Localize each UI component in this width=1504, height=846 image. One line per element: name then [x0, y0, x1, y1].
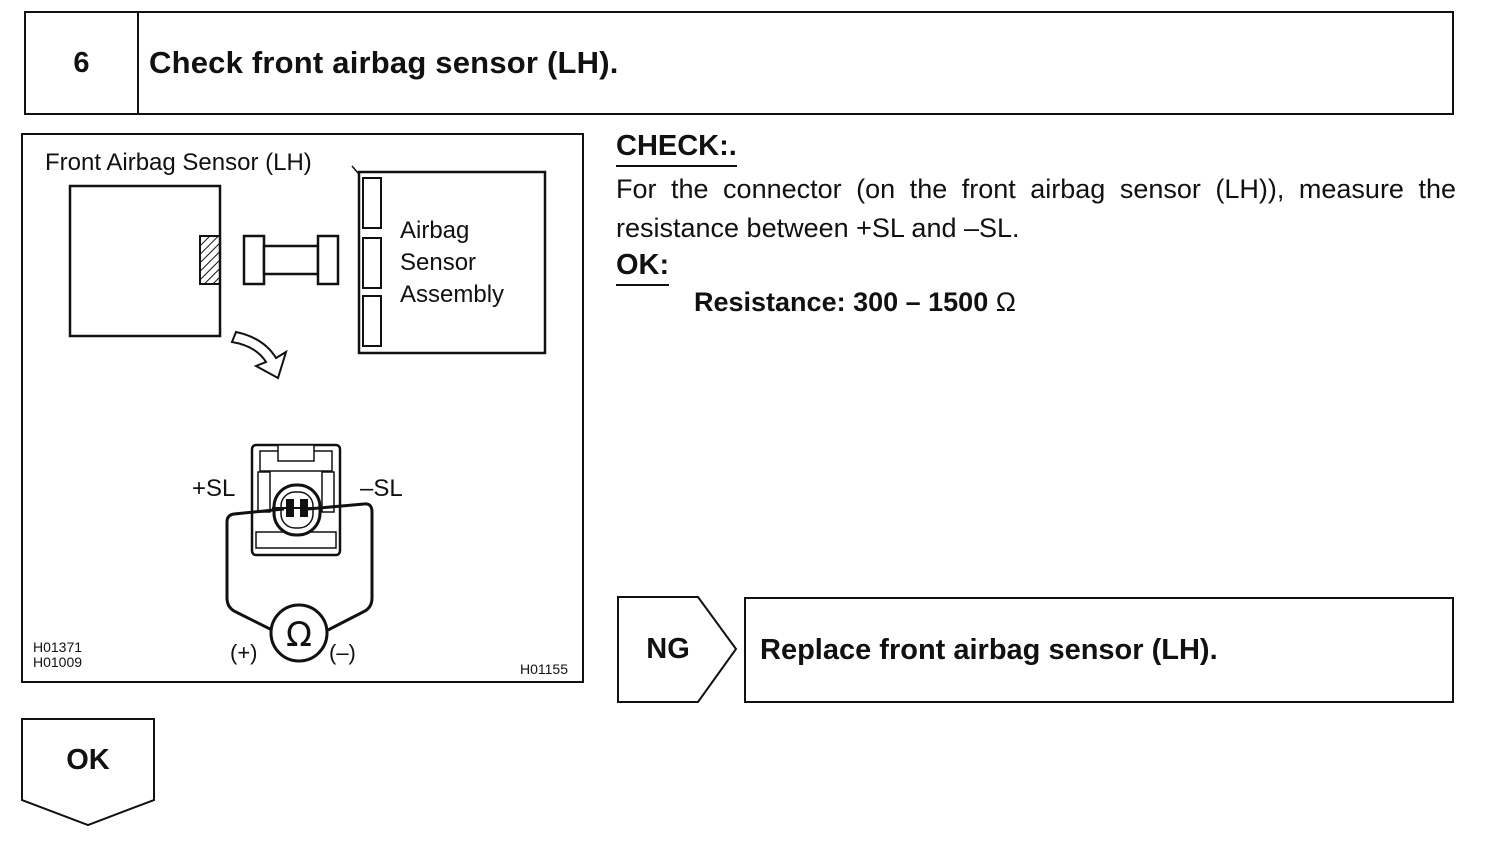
- sensor-diagram: Front Airbag Sensor (LH) Airbag Sensor A…: [33, 149, 568, 677]
- assembly-terminal-middle: [362, 237, 382, 289]
- probe-positive-label: (+): [230, 640, 258, 665]
- check-instruction: For the connector (on the front airbag s…: [616, 174, 1456, 243]
- resistance-spec: Resistance: 300 – 1500 Ω: [694, 287, 1016, 318]
- harness-connector-right: [316, 234, 340, 286]
- assembly-label-line1: Airbag: [400, 217, 469, 244]
- ok-indicator-shape: [21, 718, 155, 827]
- ohmmeter-icon: Ω: [269, 603, 329, 663]
- ng-indicator-shape: [617, 596, 738, 703]
- step-title: Check front airbag sensor (LH).: [149, 45, 619, 80]
- sensor-connector-port: [199, 235, 221, 285]
- probe-negative-label: (–): [329, 640, 356, 665]
- step-number: 6: [26, 13, 139, 113]
- assembly-label-line2: Sensor: [400, 249, 476, 276]
- figure-ref-code-3: H01155: [520, 661, 568, 677]
- assembly-terminal-top: [362, 177, 382, 229]
- test-lead-negative: [307, 502, 374, 632]
- ok-next-label: OK: [66, 743, 110, 776]
- harness-connector-left: [242, 234, 266, 286]
- front-sensor-body: [68, 184, 222, 338]
- resistance-spec-label: Resistance: 300 – 1500: [694, 287, 989, 317]
- terminal-negative-label: –SL: [360, 475, 403, 502]
- ng-label: NG: [646, 632, 690, 665]
- resistance-spec-unit: Ω: [995, 287, 1016, 317]
- ohmmeter-symbol: Ω: [286, 615, 312, 655]
- harness-wire: [262, 244, 320, 276]
- curved-arrow-icon: [230, 330, 288, 380]
- connector-closeup: [250, 443, 342, 557]
- figure-ref-code-1: H01371: [33, 639, 82, 655]
- ok-heading: OK:: [616, 249, 670, 286]
- assembly-terminal-bottom: [362, 295, 382, 347]
- check-heading: CHECK:.: [616, 130, 737, 167]
- figure-caption: Front Airbag Sensor (LH): [45, 149, 312, 176]
- test-lead-positive: [225, 507, 285, 632]
- airbag-sensor-assembly: [357, 170, 547, 355]
- terminal-positive-label: +SL: [192, 475, 235, 502]
- sensor-illustration: Front Airbag Sensor (LH) Airbag Sensor A…: [21, 133, 584, 683]
- ng-action-box: Replace front airbag sensor (LH).: [744, 597, 1454, 703]
- step-header: 6 Check front airbag sensor (LH).: [24, 11, 1454, 115]
- ng-action-text: Replace front airbag sensor (LH).: [760, 633, 1218, 666]
- figure-ref-code-2: H01009: [33, 654, 82, 670]
- assembly-label-line3: Assembly: [400, 281, 504, 308]
